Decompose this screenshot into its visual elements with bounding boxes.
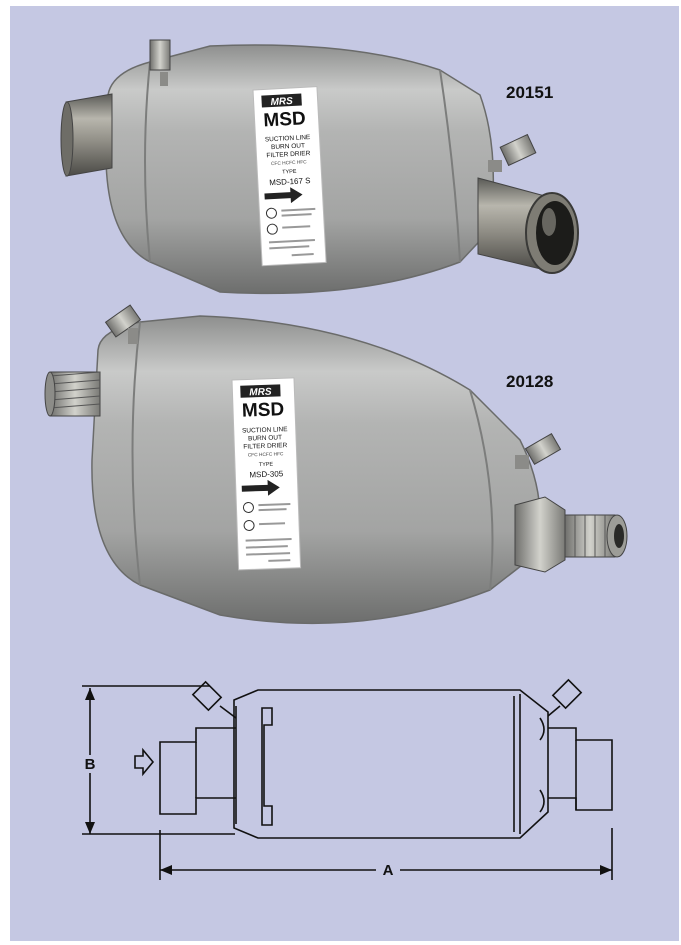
csa-mark-icon <box>266 223 278 235</box>
product-label: MRS MSD SUCTION LINE BURN OUT FILTER DRI… <box>252 86 327 267</box>
label-type: MSD-167 S <box>269 176 311 187</box>
access-valve <box>488 133 537 172</box>
inlet-fitting <box>44 371 101 417</box>
dim-b-label: B <box>85 756 96 773</box>
label-line3: FILTER DRIER <box>243 442 287 451</box>
diagram-inlet-pipe <box>159 727 236 815</box>
label-line3: FILTER DRIER <box>266 150 311 159</box>
inlet-arrow-icon <box>134 747 155 777</box>
label-type-caption: TYPE <box>259 462 274 469</box>
inlet-pipe <box>60 93 113 177</box>
access-valve <box>515 433 562 469</box>
label-brand: MRS <box>249 387 272 399</box>
label-line1: SUCTION LINE <box>265 134 311 143</box>
label-refrigerants: CFC HCFC HFC <box>248 451 284 458</box>
label-model: MSD <box>263 108 306 131</box>
diagram-access-valve <box>547 678 583 717</box>
diagram-filter-core <box>261 707 273 826</box>
part-number-20128: 20128 <box>506 372 554 391</box>
csa-mark-icon <box>243 519 255 531</box>
flow-arrow-icon <box>264 187 303 204</box>
label-brand: MRS <box>270 96 293 108</box>
label-line2: BURN OUT <box>271 142 305 151</box>
label-type-caption: TYPE <box>282 169 297 176</box>
label-type: MSD-305 <box>249 469 284 479</box>
label-refrigerants: CFC HCFC HFC <box>271 159 308 167</box>
access-valve <box>104 304 142 344</box>
outlet-pipe <box>477 177 579 274</box>
label-model: MSD <box>242 399 285 421</box>
product-label: MRS MSD SUCTION LINE BURN OUT FILTER DRI… <box>231 377 302 571</box>
diagram-access-valve <box>191 680 237 719</box>
ul-mark-icon <box>265 207 277 219</box>
label-line2: BURN OUT <box>248 434 282 442</box>
diagram-shell <box>233 689 549 839</box>
diagram-outlet-pipe <box>548 727 613 811</box>
drier-shell <box>91 315 541 625</box>
ul-mark-icon <box>242 502 254 514</box>
outlet-fitting <box>514 496 628 573</box>
access-valve <box>149 39 171 86</box>
flow-arrow-icon <box>241 479 280 496</box>
label-line1: SUCTION LINE <box>242 426 288 435</box>
dim-a-label: A <box>383 862 394 879</box>
part-number-20151: 20151 <box>506 83 554 102</box>
